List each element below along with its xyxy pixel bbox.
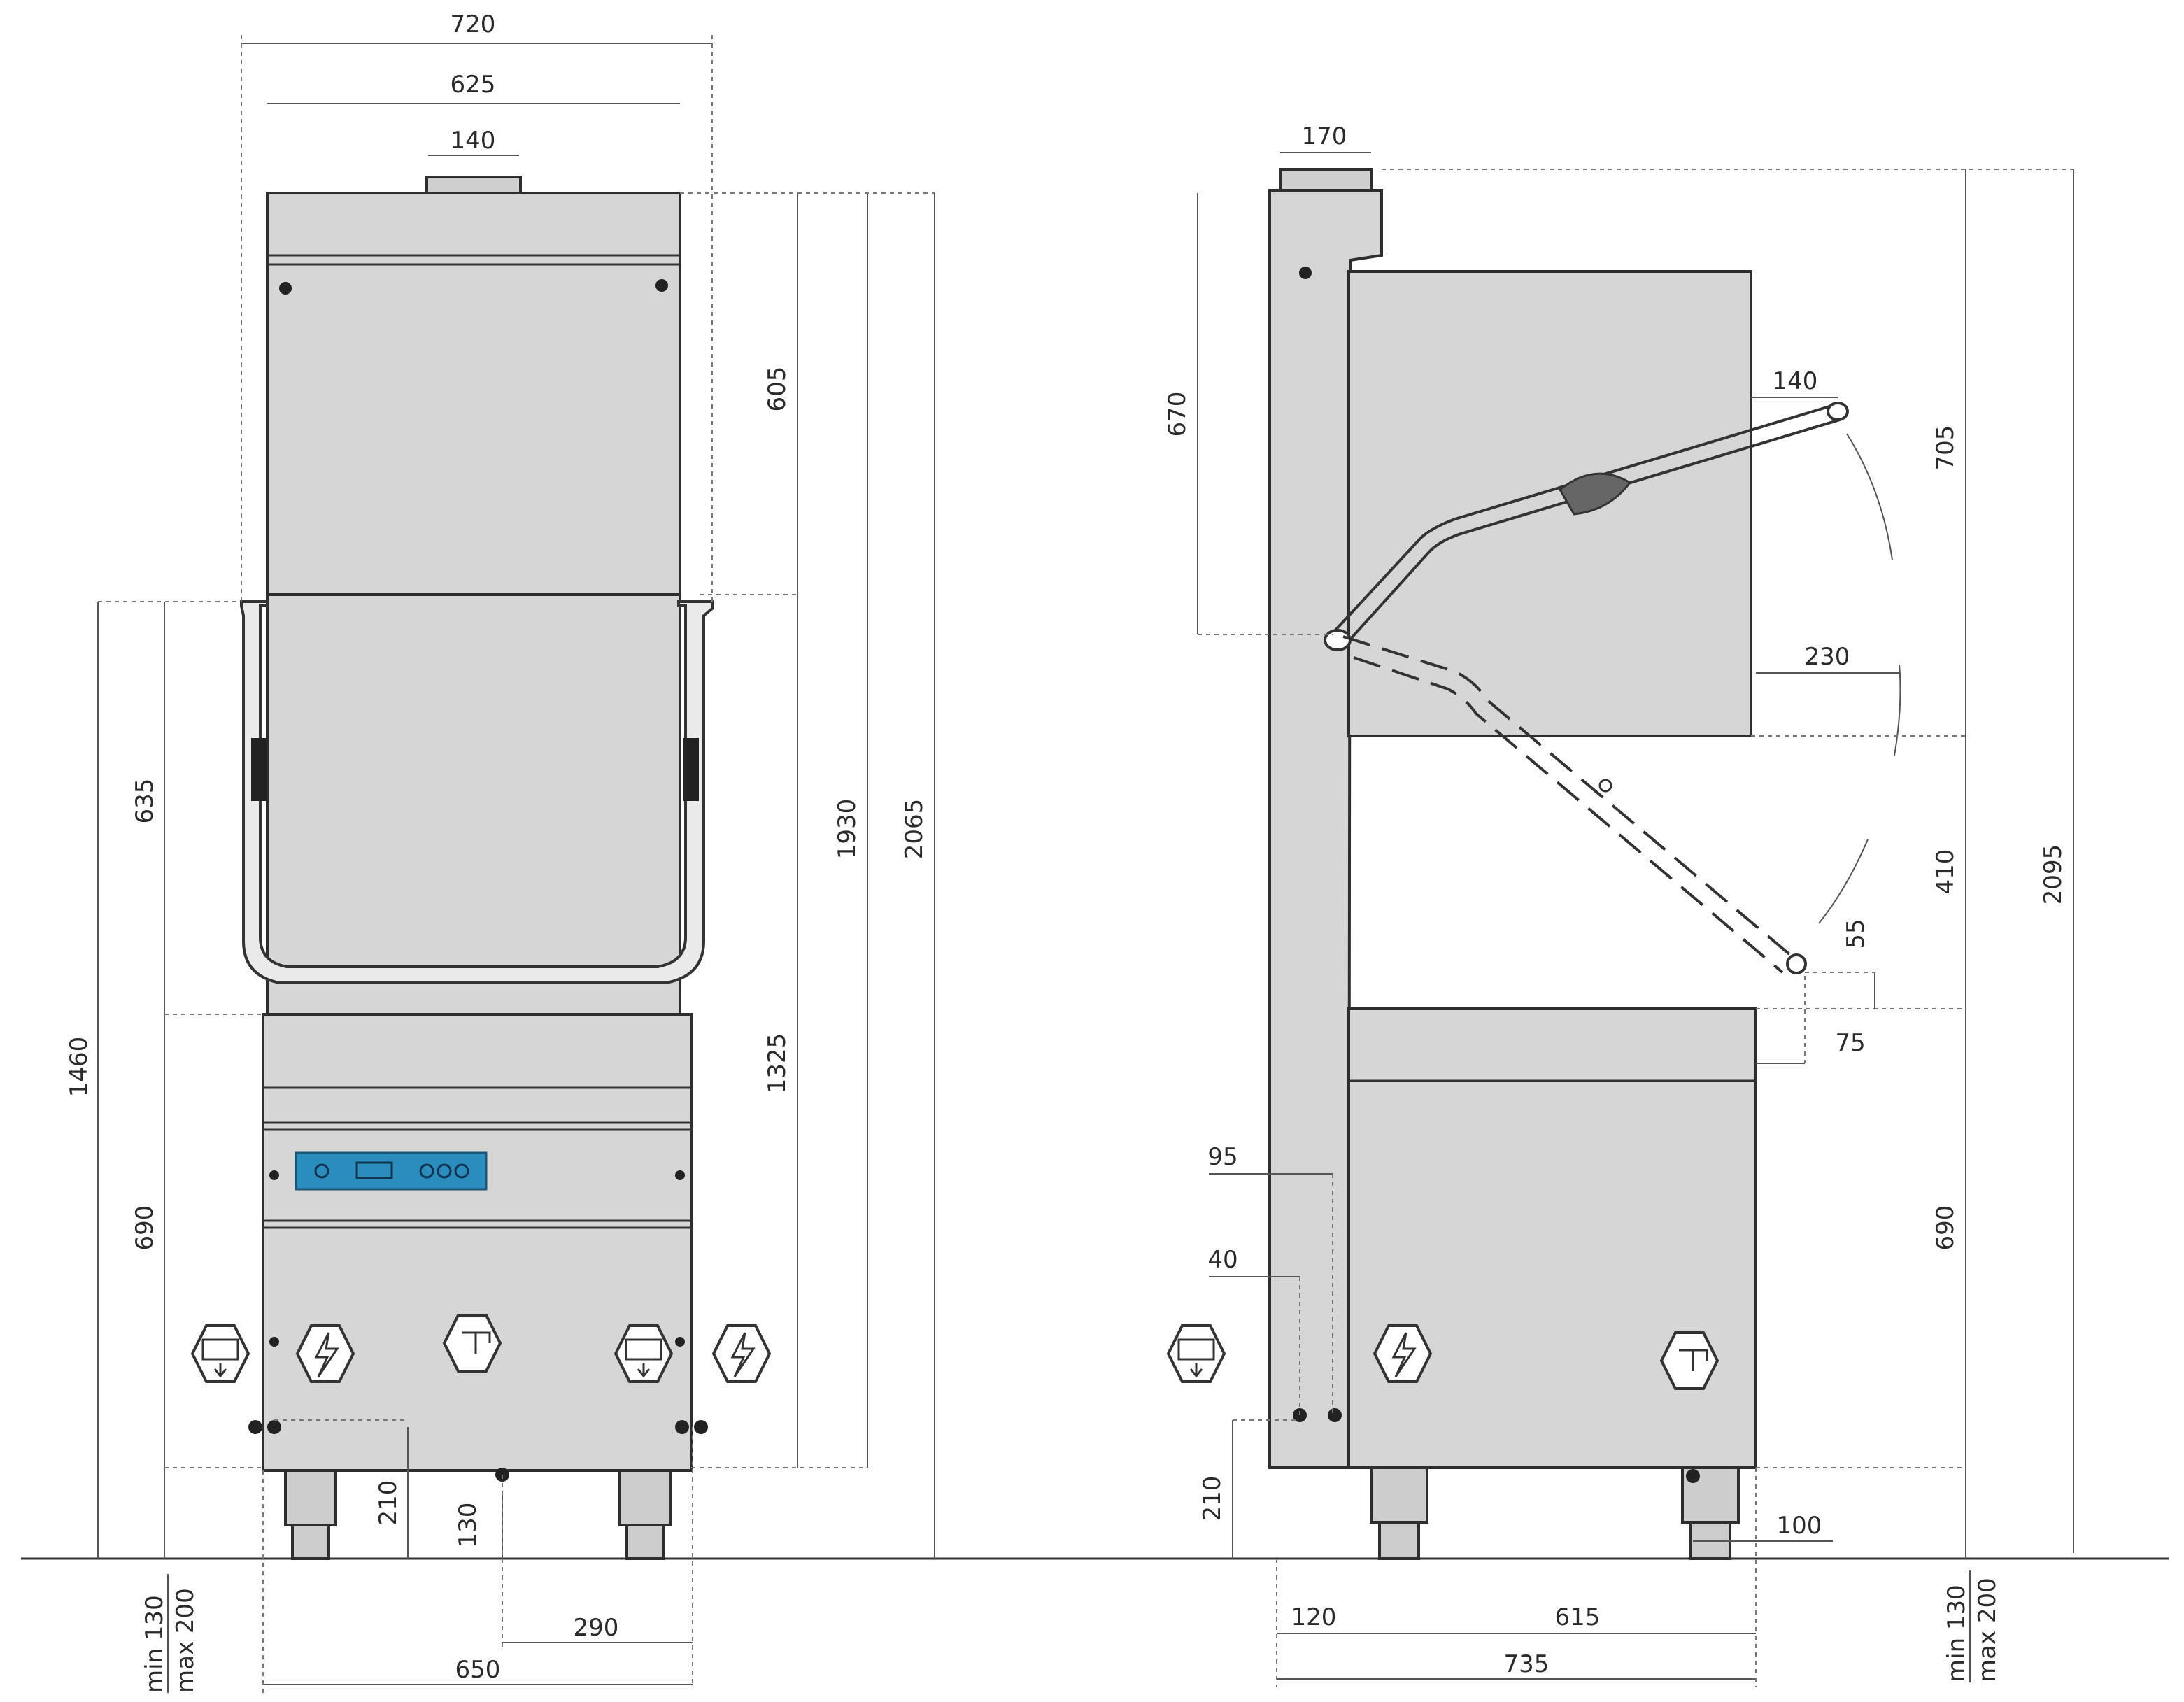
dim-front-work-height: 1460 xyxy=(65,1037,93,1098)
dim-side-handle-offset: 140 xyxy=(1773,367,1818,395)
dim-front-lower-opening: 1325 xyxy=(763,1033,791,1094)
side-foot-note-max: max 200 xyxy=(1973,1577,2001,1682)
dim-side-total-height: 2095 xyxy=(2039,844,2067,905)
dim-front-width-hood: 625 xyxy=(451,71,496,99)
dim-front-vent-width: 140 xyxy=(451,127,496,155)
side-view: 170 670 140 705 230 410 55 75 690 95 40 … xyxy=(1163,122,2074,1687)
water-drain-icon xyxy=(1166,1324,1226,1383)
dim-side-opening-height: 410 xyxy=(1931,849,1959,895)
side-foot-note-min: min 130 xyxy=(1943,1584,1971,1682)
dim-front-conn-height: 210 xyxy=(374,1480,402,1526)
dim-front-door-height: 635 xyxy=(131,779,159,824)
dim-front-drain-height: 130 xyxy=(454,1503,482,1548)
dim-front-conn-spacing: 290 xyxy=(574,1614,619,1642)
electric-bolt-icon xyxy=(711,1324,772,1383)
dim-side-col-offset-a: 95 xyxy=(1207,1143,1238,1171)
dim-front-base-height: 690 xyxy=(131,1205,159,1251)
front-leg-right xyxy=(618,1469,672,1526)
front-view: 720 625 140 605 1325 1930 2065 635 1460 … xyxy=(65,10,935,1693)
dim-side-hood-drop: 670 xyxy=(1163,392,1191,437)
dim-side-total-depth: 735 xyxy=(1504,1650,1550,1678)
water-tap-icon xyxy=(442,1314,502,1373)
side-hood-upper xyxy=(1347,270,1752,737)
side-vent xyxy=(1279,168,1373,192)
front-leg-left xyxy=(284,1469,337,1526)
water-drain-icon xyxy=(190,1324,250,1383)
dim-front-base-width: 650 xyxy=(455,1656,501,1684)
front-handle xyxy=(240,600,714,984)
dim-side-conn-height: 210 xyxy=(1198,1476,1226,1522)
dim-front-width-top: 720 xyxy=(451,10,496,38)
dim-side-col-offset-b: 40 xyxy=(1207,1246,1238,1274)
dim-side-vent-width: 170 xyxy=(1302,122,1347,150)
dim-front-total-height: 2065 xyxy=(900,799,928,860)
dim-front-total-open: 1930 xyxy=(833,799,861,860)
dim-side-upper-section: 705 xyxy=(1931,425,1959,471)
side-column-top xyxy=(1268,189,1383,1469)
front-base xyxy=(262,1013,693,1472)
side-base xyxy=(1347,1007,1757,1469)
electric-bolt-icon xyxy=(295,1324,355,1383)
water-drain-icon xyxy=(614,1324,674,1383)
dim-side-drain-offset: 100 xyxy=(1777,1512,1822,1540)
dim-side-base-overhang: 75 xyxy=(1835,1029,1865,1057)
side-leg-front xyxy=(1370,1466,1428,1524)
dim-side-base-depth: 615 xyxy=(1555,1603,1601,1631)
dim-side-arm-reach: 230 xyxy=(1805,643,1850,671)
front-foot-note-min: min 130 xyxy=(141,1595,169,1693)
dim-front-hood-upper: 605 xyxy=(763,367,791,412)
front-hood-upper xyxy=(266,192,681,596)
dim-side-base-height: 690 xyxy=(1931,1205,1959,1251)
front-hood-door xyxy=(266,593,681,1016)
water-tap-icon xyxy=(1659,1331,1719,1390)
dim-side-handle-gap: 55 xyxy=(1842,919,1870,949)
electric-bolt-icon xyxy=(1373,1324,1433,1383)
dim-side-col-depth: 120 xyxy=(1291,1603,1337,1631)
front-foot-note-max: max 200 xyxy=(171,1588,199,1693)
